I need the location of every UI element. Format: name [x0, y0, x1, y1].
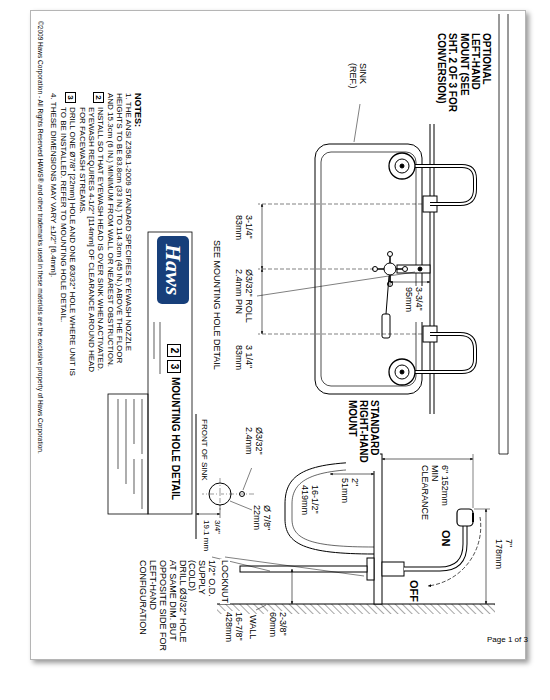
- mount-note: OPTIONAL LEFT-HAND MOUNT (SEE SHT. 2 OF …: [436, 32, 492, 114]
- reference-note: SEE MOUNTING HOLE DETAIL: [212, 239, 222, 371]
- dimension: Ø3/32" 2.4mm: [244, 426, 264, 468]
- dimension: 16-1/2" 419mm: [300, 484, 320, 530]
- node-text: Haws: [160, 244, 186, 296]
- notes-block: NOTES:1. THE ANSI Z358.1-2009 STANDARD S…: [47, 92, 143, 382]
- dimension: 16-7/8" 428mm: [224, 611, 244, 655]
- copyright: ©2009 Haws Corporation - All Rights Rese…: [37, 20, 44, 455]
- callout-box: 2: [167, 344, 181, 357]
- dimension: 6" 152mm MIN CLEARANCE: [420, 464, 450, 521]
- rotated-drawing: NOTES:1. THE ANSI Z358.1-2009 STANDARD S…: [32, 14, 520, 654]
- dimension: 3/4": [212, 519, 221, 535]
- note-row: 3DRILL ONE Ø7/8" [22mm] HOLE AND ONE Ø3/…: [58, 92, 76, 382]
- detail-title: MOUNTING HOLE DETAIL: [170, 376, 181, 501]
- node-text: 3: [169, 363, 181, 370]
- reference-label: FRONT OF SINK: [199, 418, 208, 482]
- callout-box: 3: [65, 92, 76, 103]
- callout-box: 2: [93, 92, 104, 103]
- note-text: INSTALL SO THAT EYEWASH HEAD IS OVER SIN…: [77, 106, 104, 382]
- dimension: Ø 7/8" 22mm: [252, 504, 272, 540]
- notes-heading: NOTES:: [133, 92, 143, 382]
- dimension: 3 1/4" 83mm: [234, 344, 254, 386]
- dimension: 3-3/4" 95mm: [404, 286, 424, 322]
- position-label: OFF: [408, 579, 420, 603]
- dimension: 2" 51mm: [340, 477, 360, 513]
- note-row: 2INSTALL SO THAT EYEWASH HEAD IS OVER SI…: [77, 92, 104, 382]
- note-row: 4. THESE DIMENSIONS MAY VARY ±1/2" [6.4m…: [48, 92, 57, 382]
- dimension: 19.1 mm: [201, 519, 210, 552]
- dimension: 3-1/4" 83mm: [234, 214, 254, 256]
- callout-box: 3: [167, 360, 181, 373]
- position-label: ON: [440, 529, 452, 548]
- note-row: 1. THE ANSI Z358.1-2009 STANDARD SPECIFI…: [105, 92, 132, 382]
- note-text: 4. THESE DIMENSIONS MAY VARY ±1/2" [6.4m…: [48, 92, 57, 382]
- company-logo: Haws: [157, 236, 189, 304]
- dimension: 7" 178mm: [494, 538, 514, 576]
- part-label: 1/2" O.D. SUPPLY (COLD): [187, 559, 217, 623]
- page-number: Page 1 of 3: [486, 636, 529, 645]
- part-label: WALL: [248, 614, 258, 640]
- node-text: 3: [66, 95, 75, 100]
- drill-note: DRILL Ø3/32" HOLE AT SAME DIM. BUT OPPOS…: [138, 559, 188, 655]
- mount-note: STANDARD RIGHT-HAND MOUNT: [346, 399, 380, 471]
- note-row: NOTES:: [133, 92, 143, 382]
- part-label: Ø3/32" ROLL 2.4mm PIN: [234, 268, 254, 332]
- dimension: 2-3/8" 60mm: [268, 611, 288, 655]
- node-text: 2: [94, 95, 103, 100]
- part-label: LOCKNUT: [220, 559, 230, 604]
- note-text: 1. THE ANSI Z358.1-2009 STANDARD SPECIFI…: [105, 92, 132, 382]
- part-label: SINK (REF.): [348, 62, 368, 104]
- node-text: 2: [169, 347, 181, 354]
- note-text: DRILL ONE Ø7/8" [22mm] HOLE AND ONE Ø3/3…: [58, 106, 76, 382]
